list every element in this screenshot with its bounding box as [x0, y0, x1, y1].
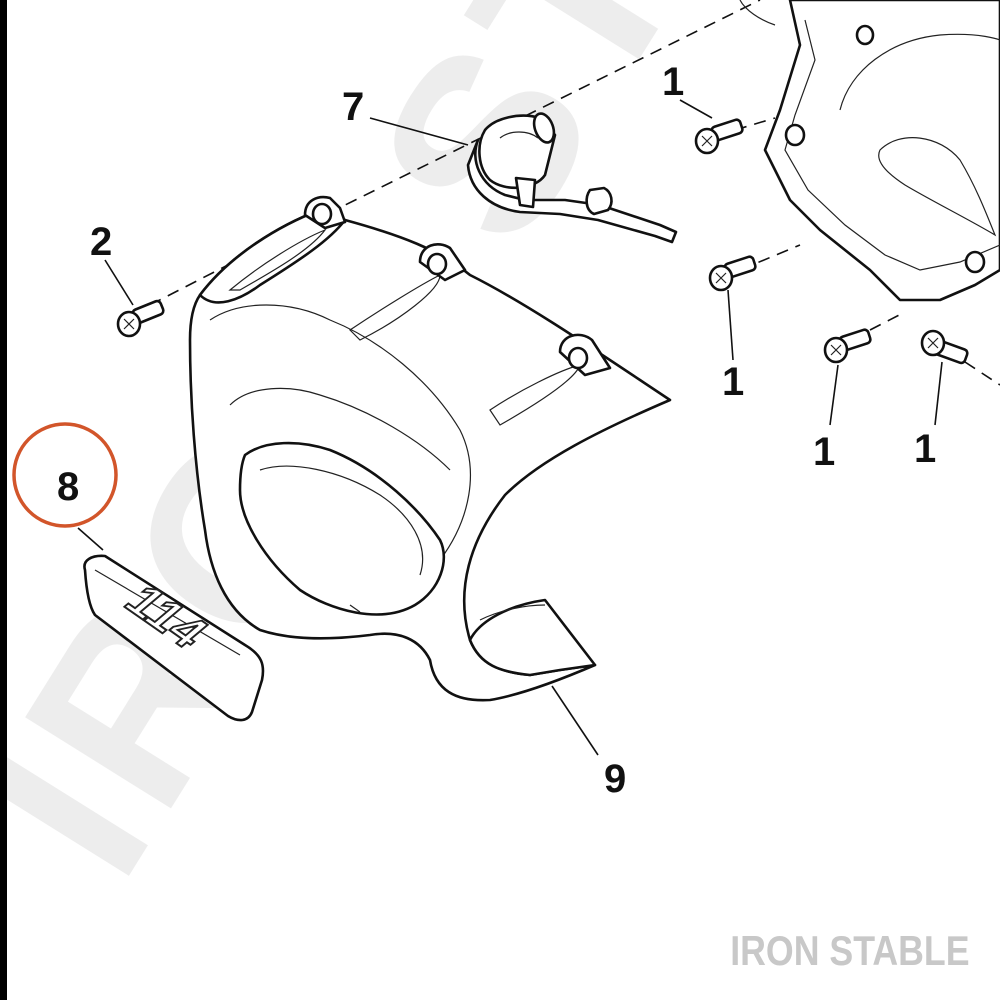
callout-9: 9	[604, 757, 626, 801]
breather-hose	[466, 112, 678, 244]
callout-2: 2	[90, 220, 112, 264]
left-border-bar	[0, 0, 7, 1000]
leader-lines	[77, 99, 943, 756]
screw-1-lower-left	[823, 328, 872, 364]
screw-1-top	[694, 118, 744, 155]
callout-7: 7	[342, 85, 364, 129]
shroud	[188, 195, 672, 702]
engine-cover	[739, 0, 1000, 302]
brand-logo-text: IRON STABLE	[730, 927, 970, 974]
badge-114: 114	[83, 554, 265, 722]
highlight-circle	[12, 422, 118, 528]
screw-1-lower-right	[920, 329, 969, 365]
callout-8: 8	[57, 465, 79, 509]
callout-1-top: 1	[662, 60, 684, 104]
callout-1-lower-left: 1	[813, 430, 835, 474]
callout-1-lower-right: 1	[914, 427, 936, 471]
callout-1-mid: 1	[722, 360, 744, 404]
screw-2	[116, 299, 165, 338]
screw-1-mid	[708, 255, 757, 292]
